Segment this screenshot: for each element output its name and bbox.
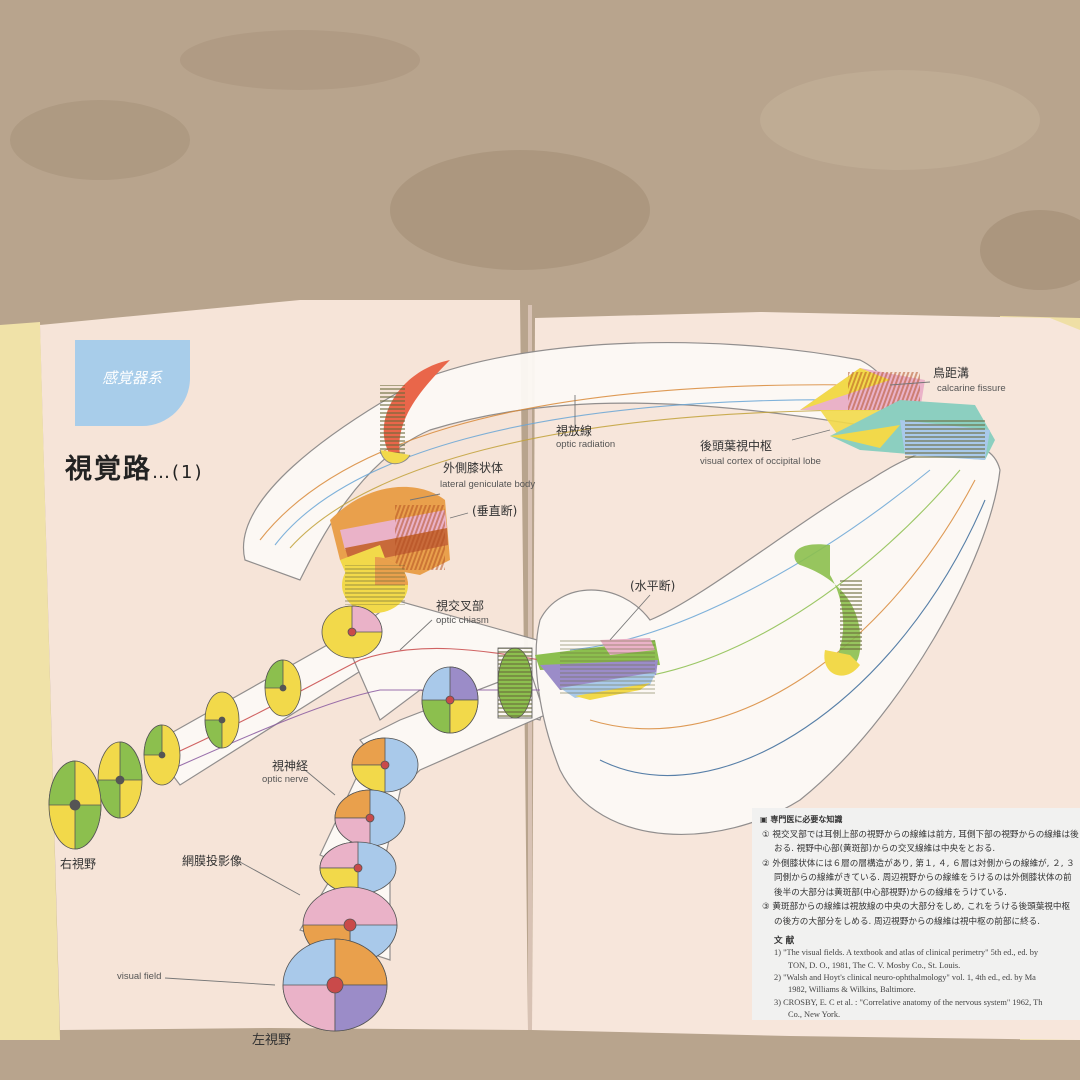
calcarine-fissure-label-jp: 鳥距溝 <box>933 366 970 380</box>
page-title-suffix: …(1) <box>152 462 204 483</box>
notes-item: ② 外側膝状体には６層の層構造があり, 第１, ４, ６層は対側からの線維が, … <box>762 858 1075 869</box>
notes-item: ① 視交叉部では耳側上部の視野からの線維は前方, 耳側下部の視野からの線維は後 <box>762 830 1079 840</box>
page-title-main: 視覚路 <box>65 454 152 485</box>
section-tab <box>75 340 190 426</box>
leader-lines <box>164 381 931 986</box>
section-tab-label: 感覚器系 <box>102 369 163 387</box>
horizontal-section-label: (水平断) <box>630 579 676 593</box>
cross-section-disks <box>48 605 533 1032</box>
reference-line: 3) CROSBY, E. C et al. : "Correlative an… <box>774 997 1043 1007</box>
reference-line: 1) "The visual fields. A textbook and at… <box>774 948 1039 958</box>
right-visual-field-label: 右視野 <box>60 857 97 871</box>
specialist-notes-box: ▣ 専門医に必要な知識 ① 視交叉部では耳側上部の視野からの線維は前方, 耳側下… <box>752 808 1080 1020</box>
lgb-label-jp: 外側膝状体 <box>443 461 504 475</box>
notes-item: 同側からの線維がきている. 周辺視野からの線維をうけるのは外側膝状体の前 <box>774 873 1072 884</box>
meyer-loop <box>794 544 862 676</box>
retinal-projection-label: 網膜投影像 <box>182 854 243 868</box>
notes-item: 後半の大部分は黄斑部(中心部視野)からの線維をうけている. <box>774 887 1007 898</box>
references-header: 文 献 <box>774 936 795 947</box>
reference-line: Co., New York. <box>788 1009 841 1019</box>
visual-cortex-label-jp: 後頭葉視中枢 <box>700 439 773 453</box>
optic-radiation-label-en: optic radiation <box>556 439 616 450</box>
left-visual-field-label: 左視野 <box>252 1033 292 1048</box>
reference-line: TON, D. O., 1981, The C. V. Mosby Co., S… <box>788 960 961 970</box>
lgb-block <box>330 486 450 613</box>
optic-nerve-label-jp: 視神経 <box>272 759 309 773</box>
visual-field-label-en: visual field <box>117 971 162 982</box>
optic-nerve-label-en: optic nerve <box>262 774 309 785</box>
reference-line: 1982, Williams & Wilkins, Baltimore. <box>788 985 916 995</box>
reference-line: 2) "Walsh and Hoyt's clinical neuro-opht… <box>774 972 1036 982</box>
calcarine-fissure-label-en: calcarine fissure <box>937 383 1006 394</box>
optic-radiation-label-jp: 視放線 <box>556 424 593 438</box>
page-title: 視覚路…(1) <box>65 455 204 485</box>
notes-item: ③ 黄斑部からの線維は視放線の中央の大部分をしめ, これをうける後頭葉視中枢 <box>762 902 1071 913</box>
notes-item: の後方の大部分をしめる. 周辺視野からの線維は視中枢の前部に終る. <box>774 916 1041 927</box>
horizontal-section-fan <box>535 638 660 700</box>
visual-cortex-label-en: visual cortex of occipital lobe <box>700 456 821 467</box>
notes-item: おる. 視野中心部(黄斑部)からの交叉線維は中央をとおる. <box>774 844 996 855</box>
optic-chiasm-label-jp: 視交叉部 <box>436 599 485 613</box>
vertical-section-label: (垂直断) <box>472 504 518 518</box>
notes-header: ▣ 専門医に必要な知識 <box>760 815 843 824</box>
lgb-hook <box>379 360 450 465</box>
optic-chiasm-label-en: optic chiasm <box>436 615 489 626</box>
visual-cortex-wedges <box>800 368 995 460</box>
lgb-label-en: lateral geniculate body <box>440 479 536 490</box>
